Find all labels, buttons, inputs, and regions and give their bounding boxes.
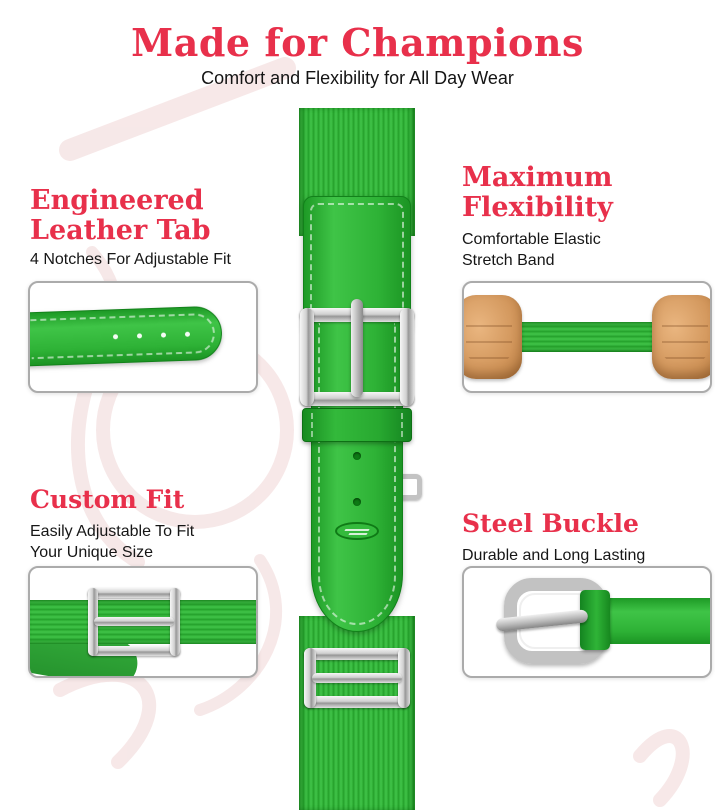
feature-leather-tab-photo bbox=[28, 281, 258, 393]
feature-flexibility-heading: Maximum Flexibility bbox=[462, 162, 613, 224]
feature-custom-fit-photo bbox=[28, 566, 258, 678]
slider-frame-right bbox=[398, 648, 410, 708]
slider-frame-bottom bbox=[304, 696, 410, 708]
slider-frame-bottom bbox=[88, 646, 180, 656]
notch-dot bbox=[184, 331, 191, 337]
page-title: Made for Champions bbox=[131, 20, 584, 65]
slider-frame-top bbox=[88, 588, 180, 598]
buckle-prong bbox=[351, 299, 363, 397]
buckle-frame-right bbox=[400, 308, 414, 406]
right-hand-photo bbox=[652, 295, 710, 379]
feature-custom-fit-description: Easily Adjustable To Fit Your Unique Siz… bbox=[30, 523, 195, 561]
feature-steel-buckle-description: Durable and Long Lasting bbox=[462, 547, 646, 564]
belt-elastic-bottom bbox=[299, 616, 415, 810]
knuckle-detail bbox=[662, 311, 708, 363]
brand-logo bbox=[335, 522, 379, 540]
belt-keeper-loop bbox=[302, 408, 412, 442]
feature-leather-tab-description: 4 Notches For Adjustable Fit bbox=[30, 251, 231, 268]
feature-flexibility-photo bbox=[462, 281, 712, 393]
page-subtitle: Comfort and Flexibility for All Day Wear bbox=[201, 68, 514, 88]
leather-tab-closeup bbox=[30, 305, 223, 367]
slider-center-bar bbox=[94, 617, 174, 626]
buckle-frame-left bbox=[300, 308, 314, 406]
slider-frame-top bbox=[304, 648, 410, 660]
notch-dot bbox=[136, 333, 143, 339]
left-hand-photo bbox=[464, 295, 522, 379]
slider-center-bar bbox=[312, 673, 402, 683]
feature-leather-tab-heading: Engineered Leather Tab bbox=[30, 185, 211, 247]
feature-steel-buckle-photo bbox=[462, 566, 712, 678]
feature-flexibility-description: Comfortable Elastic Stretch Band bbox=[462, 231, 601, 269]
knuckle-detail bbox=[466, 311, 512, 363]
elastic-band-closeup bbox=[498, 322, 672, 352]
slider-frame-left bbox=[88, 588, 98, 656]
notch-dot bbox=[160, 332, 167, 338]
slider-frame-left bbox=[304, 648, 316, 708]
slider-frame-right bbox=[170, 588, 180, 656]
belt-notch-hole bbox=[353, 452, 361, 460]
notch-dot bbox=[112, 334, 119, 340]
feature-steel-buckle-heading: Steel Buckle bbox=[462, 509, 639, 538]
buckle-frame-bottom bbox=[300, 392, 414, 406]
feature-custom-fit-heading: Custom Fit bbox=[30, 485, 185, 514]
belt-notch-hole bbox=[353, 498, 361, 506]
